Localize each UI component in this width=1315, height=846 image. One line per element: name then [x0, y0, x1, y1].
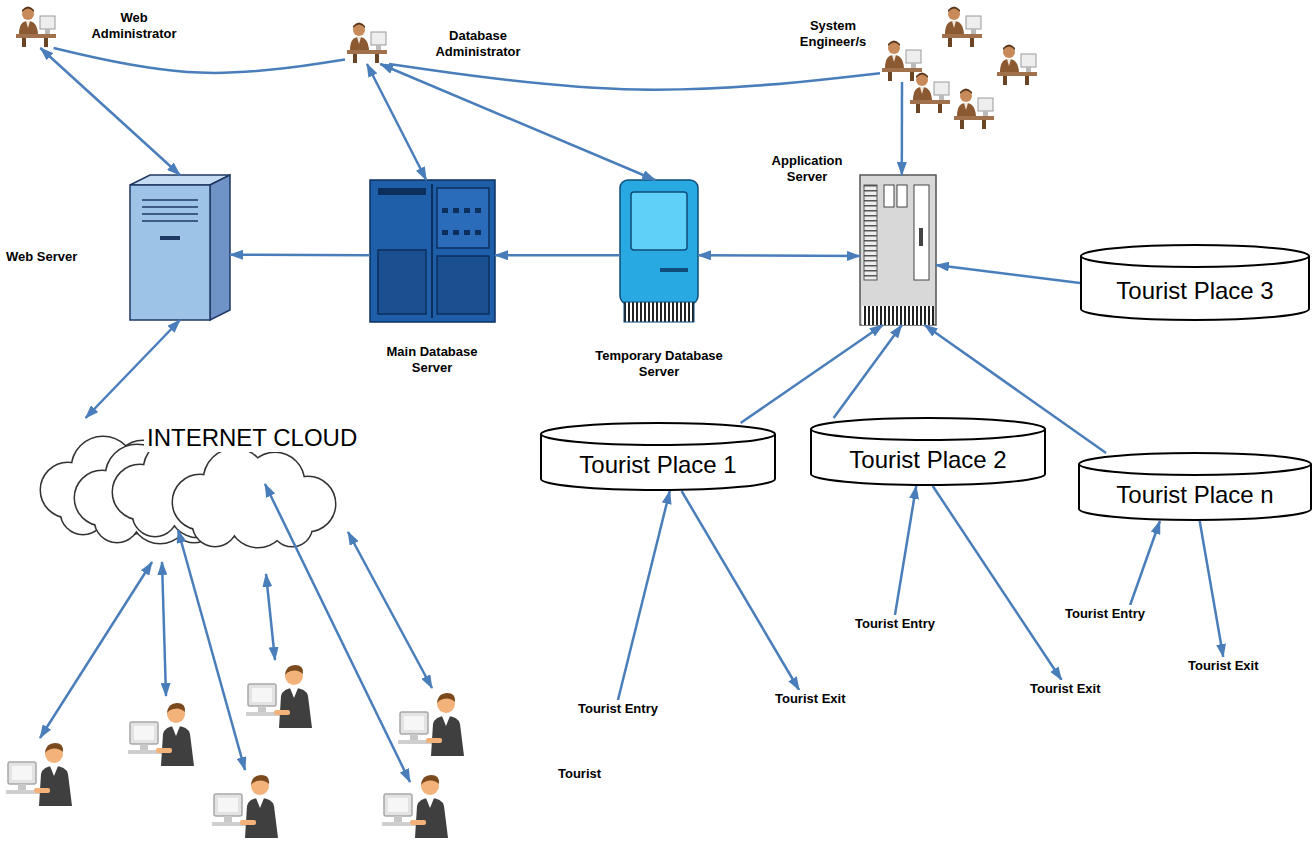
tourist-place-cylinder: Tourist Place n — [1078, 453, 1312, 521]
temporary-database-icon — [620, 180, 698, 322]
connector-arrow — [1200, 521, 1224, 657]
web-server-icon — [130, 175, 230, 320]
engineer-figure — [910, 73, 950, 114]
connector-arrow — [698, 254, 860, 257]
connector-arrow — [86, 320, 180, 418]
tourist-place-cylinder: Tourist Place 2 — [810, 418, 1046, 486]
main-database-icon — [370, 180, 495, 322]
exit-point: Tourist Exit — [773, 690, 848, 707]
cloud-label: INTERNET CLOUD — [144, 424, 360, 452]
engineer-figure — [997, 45, 1037, 86]
exit-label: Tourist Exit — [1186, 657, 1261, 674]
entry-label: Tourist Entry — [853, 615, 937, 632]
tourist-figure — [382, 775, 448, 838]
connector-arrow — [895, 486, 916, 615]
engineer-node: System Engineer/s — [880, 38, 924, 82]
connector-arrow — [367, 64, 426, 180]
connector-arrow — [936, 265, 1080, 283]
place-name: Tourist Place 3 — [1116, 277, 1273, 305]
server-label: Web Server — [6, 249, 116, 265]
connector-arrow — [1130, 521, 1160, 605]
engineer-figure — [942, 7, 982, 48]
cloud-shape — [41, 437, 335, 547]
role-label: Web Administrator — [84, 10, 184, 43]
entry-point: Tourist Entry — [576, 700, 660, 717]
tourist-figure — [6, 743, 72, 806]
place-name: Tourist Place n — [1116, 481, 1273, 509]
user-link — [40, 484, 432, 782]
engineer-figure — [882, 41, 922, 82]
application-server-icon — [860, 175, 936, 325]
connector-arrow — [682, 491, 799, 690]
role-label: System Engineer/s — [788, 18, 878, 51]
caption-label: Tourist — [558, 766, 601, 781]
server-label: Application Server — [757, 153, 857, 186]
connector-arrow — [901, 82, 904, 175]
connector-arrow — [933, 486, 1062, 680]
connector-arrow — [230, 254, 370, 257]
server-node: Web Server — [130, 175, 230, 320]
server-node: Main Database Server — [370, 180, 495, 322]
connector-arrow — [495, 254, 620, 257]
connector-arrow — [741, 325, 883, 423]
exit-point: Tourist Exit — [1028, 680, 1103, 697]
role-label: Database Administrator — [413, 28, 543, 61]
entry-point: Tourist Entry — [1063, 605, 1147, 622]
tourist-figure — [212, 775, 278, 838]
connector-arrow — [40, 48, 180, 175]
server-node: Application Server — [860, 175, 936, 325]
connector-arrow — [54, 48, 345, 73]
tourist-place-cylinder: Tourist Place 3 — [1080, 245, 1310, 321]
entry-label: Tourist Entry — [576, 700, 660, 717]
server-node: Temporary Database Server — [620, 180, 698, 322]
connector-arrow — [389, 64, 880, 90]
engineer-figure — [954, 89, 994, 130]
server-label: Temporary Database Server — [584, 348, 734, 381]
exit-label: Tourist Exit — [773, 690, 848, 707]
place-name: Tourist Place 1 — [579, 451, 736, 479]
place-name: Tourist Place 2 — [849, 446, 1006, 474]
connector-arrow — [618, 491, 670, 700]
connector-arrow — [925, 325, 1106, 453]
connector-arrow — [834, 325, 902, 418]
exit-label: Tourist Exit — [1028, 680, 1103, 697]
admin-figure — [347, 23, 387, 64]
tourist-figure — [246, 665, 312, 728]
internet-cloud: INTERNET CLOUD — [28, 418, 348, 546]
admin-node: Web Administrator — [14, 4, 58, 48]
entry-label: Tourist Entry — [1063, 605, 1147, 622]
entry-point: Tourist Entry — [853, 615, 937, 632]
tourist-place-cylinder: Tourist Place 1 — [540, 423, 776, 491]
exit-point: Tourist Exit — [1186, 657, 1261, 674]
admin-figure — [16, 7, 56, 48]
tourist-figure — [128, 703, 194, 766]
server-label: Main Database Server — [372, 344, 492, 377]
admin-node: Database Administrator — [345, 20, 389, 64]
tourist-figure — [398, 693, 464, 756]
